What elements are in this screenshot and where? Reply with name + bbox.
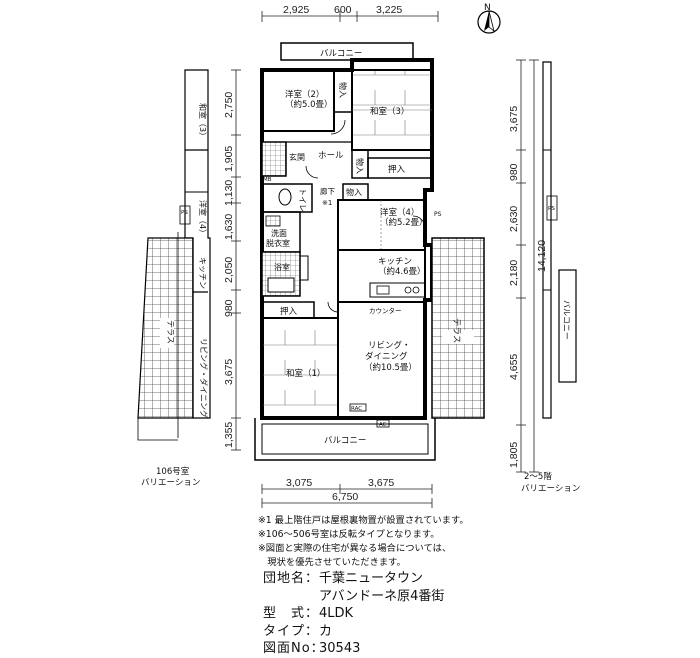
dim-top-3: 3,225 <box>376 4 402 16</box>
info-name-value-2: アバンドーネ原4番街 <box>319 588 445 604</box>
label-corridor: 廊下 <box>320 186 335 196</box>
label-storage-3: 物入 <box>346 187 362 197</box>
dim-left-7: 3,675 <box>223 359 235 385</box>
dim-left-1: 2,750 <box>223 92 235 118</box>
terrace-right <box>431 237 485 419</box>
dim-bottom-total: 6,750 <box>332 491 358 503</box>
note-line: ※図面と実際の住宅が異なる場合については、 <box>258 543 452 554</box>
label-western-2: 洋室（2） <box>285 89 324 100</box>
label-living: リビング・ <box>368 340 411 351</box>
label-mb: MB <box>263 177 272 183</box>
label-storage-2: 物入 <box>355 158 365 174</box>
note-line: ※1 最上階住戸は屋根裏物置が設置されています。 <box>258 515 469 526</box>
var-right-subtitle: バリエーション <box>521 484 580 494</box>
dim-right-4: 2,180 <box>508 260 520 286</box>
label-counter: カウンター <box>369 306 402 315</box>
label-closet-2: 押入 <box>280 306 298 317</box>
label-ps: PS <box>434 211 442 218</box>
dim-left-2: 1,905 <box>223 146 235 172</box>
label-japanese-1: 和室（1） <box>286 368 325 379</box>
label-western-4: 洋室（4） <box>380 207 419 218</box>
balcony-top <box>280 42 414 61</box>
label-wash: 洗面 <box>271 228 287 238</box>
label-dressing: 脱衣室 <box>266 238 290 248</box>
label-entrance: 玄関 <box>289 152 305 162</box>
dim-left-5: 2,050 <box>223 257 235 283</box>
dim-right-5: 4,655 <box>508 354 520 380</box>
label-toilet: トイレ <box>298 188 307 212</box>
label-mark-1: ※1 <box>322 199 332 207</box>
info-type-value: 4LDK <box>319 606 354 621</box>
main-floor-plan <box>254 42 485 461</box>
info-drawing-label: 図面No： <box>263 641 325 656</box>
dim-left-6: 980 <box>223 299 235 317</box>
note-line: 現状を優先させていただきます。 <box>258 557 406 568</box>
label-living-size: （約10.5畳） <box>364 362 417 373</box>
label-terrace-right: テラス <box>451 318 461 343</box>
property-info: 団地名： 千葉ニュータウン アバンドーネ原4番街 型 式： 4LDK タイプ： … <box>263 570 444 658</box>
var-left-western: 洋室（4） <box>198 200 208 237</box>
note-line: ※106～506号室は反転タイプとなります。 <box>258 529 440 540</box>
info-drawing-value: 30543 <box>319 641 361 656</box>
var-right-balcony: バルコニー <box>562 300 571 340</box>
balcony-right <box>558 269 577 383</box>
label-balcony-bottom: バルコニー <box>324 436 366 446</box>
balcony-bottom <box>254 418 436 461</box>
dim-right-6: 1,805 <box>508 442 520 468</box>
entrance-tiles <box>261 141 287 177</box>
label-ac: AC <box>379 422 387 428</box>
var-left-living: リビング・ダイニング <box>199 338 209 418</box>
top-dimensions <box>261 11 439 22</box>
label-balcony-top: バルコニー <box>320 49 362 59</box>
var-left-title: 106号室 <box>156 466 190 477</box>
info-type-label: 型 式： <box>263 606 320 621</box>
var-right-ps: PS <box>548 206 555 212</box>
info-name-value: 千葉ニュータウン <box>319 571 424 586</box>
right-dimensions <box>516 59 539 473</box>
var-left-subtitle: バリエーション <box>141 478 200 488</box>
north-compass-icon: N <box>477 3 501 34</box>
dim-right-1: 3,675 <box>508 106 520 132</box>
label-kitchen: キッチン <box>378 257 412 267</box>
notes: ※1 最上階住戸は屋根裏物置が設置されています。 ※106～506号室は反転タイ… <box>258 514 469 570</box>
compass-label: N <box>484 3 491 13</box>
dim-bottom-1: 3,075 <box>286 477 312 489</box>
label-dining: ダイニング <box>365 351 408 362</box>
dim-left-3: 1,130 <box>223 180 235 206</box>
label-bath: 浴室 <box>274 262 290 272</box>
dim-left-8: 1,355 <box>223 422 235 448</box>
var-left-terrace: テラス <box>166 320 175 344</box>
label-hall: ホール <box>318 151 344 161</box>
var-left-japanese: 和室（3） <box>198 103 208 140</box>
variation-2-5f <box>542 61 577 419</box>
dim-right-2: 980 <box>508 163 520 181</box>
dim-right-total: 14,120 <box>536 240 548 272</box>
var-right-title: 2～5階 <box>524 471 552 482</box>
left-dimensions <box>231 69 241 451</box>
dim-bottom-2: 3,675 <box>368 477 394 489</box>
label-rac: RAC <box>351 406 362 412</box>
label-closet-1: 押入 <box>388 164 406 175</box>
label-japanese-3: 和室（3） <box>370 106 409 117</box>
dim-right-3: 2,630 <box>508 206 520 232</box>
dim-top-1: 2,925 <box>283 4 309 16</box>
label-western-2-size: （約5.0畳） <box>285 99 333 110</box>
var-left-kitchen: キッチン <box>198 257 207 289</box>
label-storage-1: 物入 <box>338 82 348 98</box>
label-western-4-size: （約5.2畳） <box>380 217 428 228</box>
info-kind-value: カ <box>319 623 333 639</box>
var-left-ps: PS <box>181 210 188 216</box>
bottom-dimensions <box>261 484 433 508</box>
room-japanese-1 <box>261 317 339 419</box>
info-name-label: 団地名： <box>263 571 320 586</box>
info-kind-label: タイプ： <box>263 623 320 639</box>
dim-top-2: 600 <box>334 4 352 16</box>
room-living <box>337 301 426 419</box>
label-kitchen-size: （約4.6畳） <box>378 266 426 277</box>
dim-left-4: 1,630 <box>223 214 235 240</box>
